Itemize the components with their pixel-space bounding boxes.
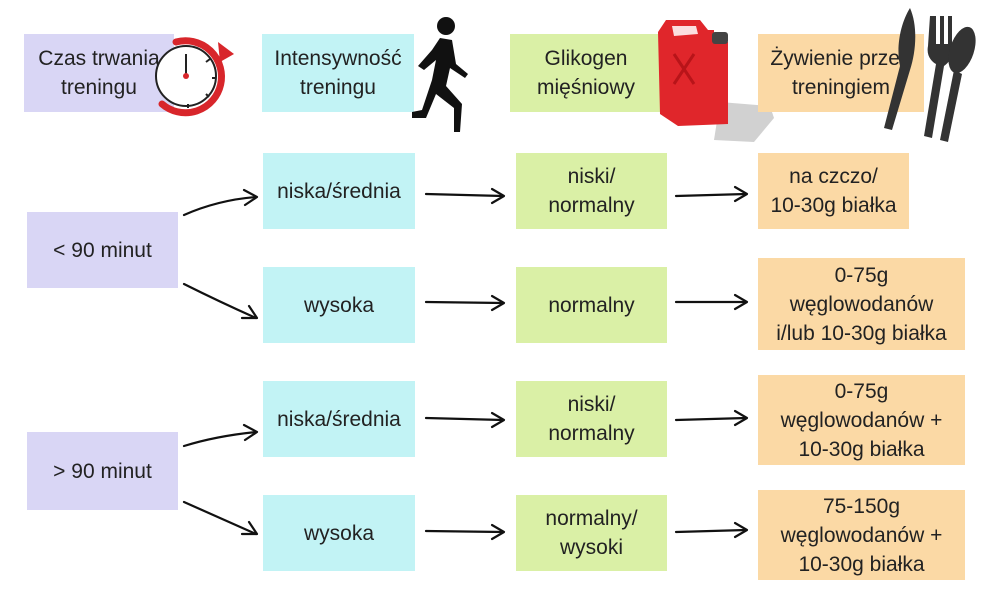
header-intensity: Intensywność treningu bbox=[262, 34, 414, 112]
arrow-row4-intensity-glycogen bbox=[424, 529, 505, 534]
cutlery-icon bbox=[870, 4, 980, 144]
header-duration: Czas trwania treningu bbox=[24, 34, 174, 112]
arrow-row3-intensity-glycogen bbox=[424, 416, 505, 422]
glycogen-row-3: niski/ normalny bbox=[516, 381, 667, 457]
nutrition-row-3: 0-75g węglowodanów + 10-30g białka bbox=[758, 375, 965, 465]
arrow-long-to-row4 bbox=[182, 500, 258, 536]
arrow-short-to-row1 bbox=[182, 195, 258, 217]
arrow-short-to-row2 bbox=[182, 282, 258, 320]
nutrition-row-2: 0-75g węglowodanów i/lub 10-30g białka bbox=[758, 258, 965, 350]
nutrition-row-4: 75-150g węglowodanów + 10-30g białka bbox=[758, 490, 965, 580]
intensity-row-3: niska/średnia bbox=[263, 381, 415, 457]
arrow-long-to-row3 bbox=[182, 430, 258, 448]
fuel-can-icon bbox=[650, 14, 780, 144]
arrow-row2-intensity-glycogen bbox=[424, 300, 505, 305]
arrow-row4-glycogen-nutrition bbox=[674, 528, 748, 534]
arrow-row1-intensity-glycogen bbox=[424, 192, 505, 198]
arrow-row3-glycogen-nutrition bbox=[674, 416, 748, 422]
arrow-row1-glycogen-nutrition bbox=[674, 192, 748, 198]
header-nutrition: Żywienie przed treningiem bbox=[758, 34, 924, 112]
header-glycogen: Glikogen mięśniowy bbox=[510, 34, 662, 112]
nutrition-row-1: na czczo/ 10-30g białka bbox=[758, 153, 909, 229]
glycogen-row-2: normalny bbox=[516, 267, 667, 343]
glycogen-row-4: normalny/ wysoki bbox=[516, 495, 667, 571]
runner-icon bbox=[410, 14, 470, 136]
intensity-row-1: niska/średnia bbox=[263, 153, 415, 229]
clock-icon bbox=[148, 20, 238, 120]
intensity-row-2: wysoka bbox=[263, 267, 415, 343]
glycogen-row-1: niski/ normalny bbox=[516, 153, 667, 229]
intensity-row-4: wysoka bbox=[263, 495, 415, 571]
duration-long: > 90 minut bbox=[27, 432, 178, 510]
duration-short: < 90 minut bbox=[27, 212, 178, 288]
